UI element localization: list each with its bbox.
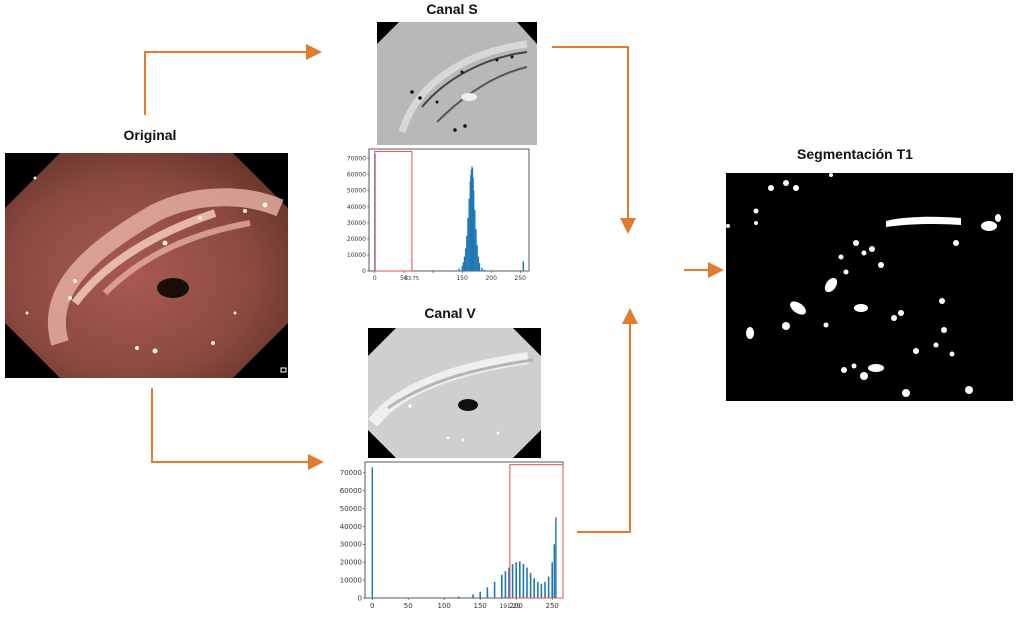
label-canal-s: Canal S [426, 1, 478, 17]
histogram-bar [467, 218, 469, 271]
histogram-bar [479, 591, 481, 598]
histogram-bar [483, 269, 485, 271]
histogram-spike [555, 517, 557, 598]
original-image [5, 153, 288, 378]
x-tick-label: 50 [404, 602, 413, 610]
histogram-bar [533, 578, 535, 598]
y-tick-label: 70000 [340, 469, 362, 477]
y-tick-label: 70000 [347, 156, 366, 163]
histogram-bar [455, 270, 457, 271]
histogram-bar [463, 256, 466, 271]
histogram-bar [544, 581, 546, 598]
threshold-label: 63.75 [405, 276, 419, 282]
x-tick-label: 200 [510, 602, 523, 610]
histogram-bar [472, 594, 474, 598]
histogram-bar [519, 561, 521, 598]
threshold-box [374, 150, 413, 272]
arrow-original-to-s [144, 44, 322, 115]
label-segmentation: Segmentación T1 [797, 146, 913, 162]
canal-v-image [368, 328, 541, 458]
histogram-bar [466, 235, 468, 271]
label-canal-v: Canal V [424, 305, 476, 321]
histogram-bar [477, 256, 480, 271]
x-tick-label: 150 [474, 602, 487, 610]
histogram-bar [458, 268, 460, 271]
y-tick-label: 60000 [347, 172, 366, 179]
plot-frame [364, 461, 564, 599]
histogram-bar [486, 587, 489, 598]
x-tick-label: 0 [370, 602, 374, 610]
canal-s-image [377, 22, 537, 145]
x-tick-label: 0 [373, 275, 377, 282]
y-tick-label: 20000 [340, 559, 362, 567]
histogram-bar [508, 567, 510, 598]
histogram-bar [551, 562, 553, 598]
histogram-bar [457, 596, 460, 598]
arrow-original-to-v [151, 388, 324, 470]
histogram-spike [522, 261, 524, 271]
histogram-bar [476, 245, 478, 271]
histogram-bar [540, 583, 543, 598]
y-tick-label: 0 [362, 268, 366, 275]
arrow-s-to-merge [552, 46, 636, 234]
x-tick-label: 250 [546, 602, 559, 610]
x-tick-label: 150 [456, 275, 468, 282]
histogram-bar [475, 229, 477, 271]
y-tick-label: 50000 [347, 188, 366, 195]
histogram-bar [493, 581, 496, 598]
histogram-bar [443, 597, 445, 598]
y-tick-label: 0 [358, 594, 362, 602]
histogram-bar [547, 576, 550, 598]
histogram-bar [501, 574, 503, 598]
arrow-v-to-merge [577, 308, 638, 533]
y-tick-label: 40000 [347, 204, 366, 211]
canal-v-histogram: 0 10000 20000 30000 40000 50000 60000 70000 0 50 1… [340, 461, 564, 610]
x-tick-label: 50 [400, 275, 408, 282]
segmentation-image [726, 173, 1013, 401]
canal-s-histogram: 0 10000 20000 30000 40000 50000 60000 70000 0 50 1… [347, 148, 530, 282]
threshold-label: 191.25 [499, 603, 520, 610]
x-tick-label: 200 [485, 275, 497, 282]
x-tick-label: 250 [515, 275, 527, 282]
histogram-bar [537, 581, 539, 598]
histogram-bar [515, 562, 517, 598]
histogram-bar [474, 210, 476, 271]
histogram-bar [504, 571, 507, 598]
y-tick-label: 20000 [347, 236, 366, 243]
histogram-bar [481, 267, 483, 271]
y-tick-label: 50000 [340, 505, 362, 513]
histogram-bar [462, 262, 464, 271]
threshold-box [509, 464, 564, 599]
y-tick-label: 30000 [340, 541, 362, 549]
histogram-bar [473, 190, 475, 271]
histogram-bar [529, 572, 532, 598]
histogram-bar [478, 262, 481, 271]
histogram-bar [553, 544, 556, 598]
y-tick-label: 10000 [347, 252, 366, 259]
plot-frame [368, 148, 530, 272]
y-tick-label: 10000 [340, 576, 362, 584]
y-tick-label: 30000 [347, 220, 366, 227]
histogram-bar [464, 248, 467, 271]
histogram-bar [526, 567, 528, 598]
histogram-bar [511, 564, 514, 598]
histogram-bar [461, 266, 463, 271]
y-tick-label: 40000 [340, 523, 362, 531]
histogram-spike [371, 467, 373, 598]
histogram-bar [522, 564, 525, 598]
y-tick-label: 60000 [340, 487, 362, 495]
histogram-bar [468, 198, 470, 271]
x-tick-label: 100 [438, 602, 451, 610]
label-original: Original [123, 127, 177, 143]
